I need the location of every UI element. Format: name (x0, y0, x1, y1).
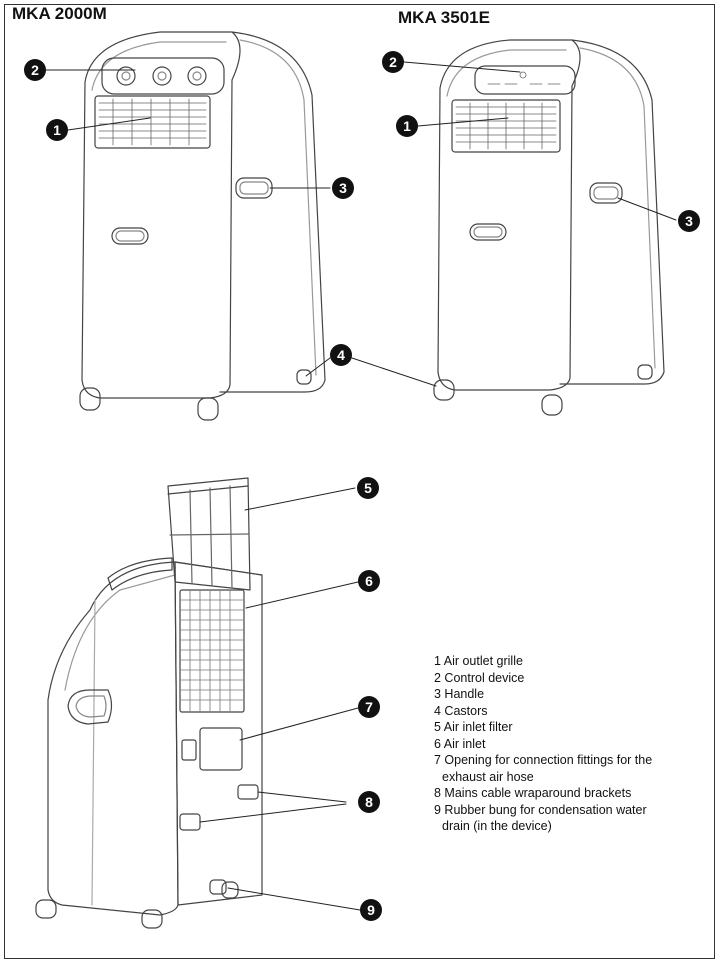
legend-item-4: 4 Castors (434, 703, 488, 718)
unit-mka-3501e-front (433, 39, 665, 416)
callout-5: 5 (357, 477, 379, 499)
callout-4: 4 (330, 344, 352, 366)
callout-2-left: 2 (24, 59, 46, 81)
legend-item-8: 8 Mains cable wraparound brackets (434, 786, 632, 800)
callout-3-right: 3 (678, 210, 700, 232)
callout-8: 8 (358, 791, 380, 813)
callout-6: 6 (358, 570, 380, 592)
legend-item-5: 5 Air inlet filter (434, 720, 513, 734)
legend-item-7-cont: exhaust air hose (442, 769, 534, 784)
leader-lines (45, 61, 677, 911)
legend-item-9: 9 Rubber bung for condensation water (434, 802, 647, 817)
callout-1-right: 1 (396, 115, 418, 137)
parts-legend: 1 Air outlet grille 2 Control device 3 H… (434, 653, 652, 835)
legend-item-1: 1 Air outlet grille (434, 654, 523, 668)
legend-item-9-cont: drain (in the device) (442, 819, 552, 833)
model-title-left: MKA 2000M (12, 4, 107, 23)
unit-mka-2000m-front (79, 31, 326, 421)
legend-item-7: 7 Opening for connection fittings for th… (434, 753, 653, 767)
callout-3-left: 3 (332, 177, 354, 199)
legend-item-3: 3 Handle (434, 687, 485, 701)
legend-item-2: 2 Control device (434, 670, 525, 685)
callout-1-left: 1 (46, 119, 68, 141)
callout-2-right: 2 (382, 51, 404, 73)
legend-item-6: 6 Air inlet (434, 736, 486, 751)
callout-9: 9 (360, 899, 382, 921)
model-title-right: MKA 3501E (398, 8, 490, 27)
page-frame (4, 4, 715, 959)
callout-7: 7 (358, 696, 380, 718)
unit-rear-view (35, 477, 263, 929)
